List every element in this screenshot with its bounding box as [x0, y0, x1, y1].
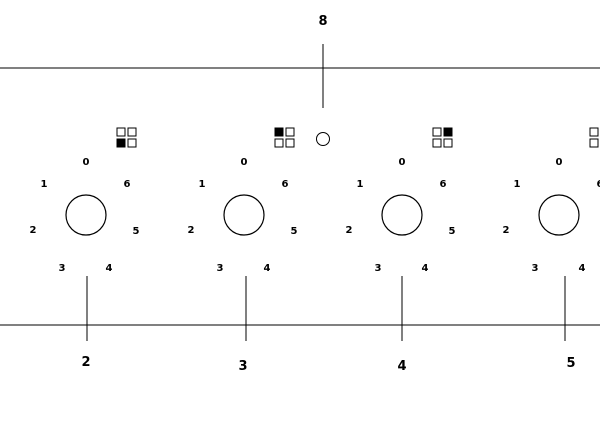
- reference-label-2: 2: [81, 355, 90, 370]
- indicator-square: [432, 138, 442, 148]
- indicator-square: [589, 127, 599, 137]
- rotary-knob: [381, 194, 423, 236]
- rotary-knob: [538, 194, 580, 236]
- dial-position-6: 6: [124, 179, 131, 190]
- reference-label-3: 3: [238, 359, 247, 374]
- dial-position-3: 3: [532, 263, 539, 274]
- dial-position-1: 1: [199, 179, 206, 190]
- indicator-square: [127, 138, 137, 148]
- dial-position-5: 5: [133, 226, 140, 237]
- dial-position-3: 3: [217, 263, 224, 274]
- indicator-square: [285, 127, 295, 137]
- dial-position-4: 4: [264, 263, 271, 274]
- indicator-square: [589, 138, 599, 148]
- dial-panel-3: 0 1 2 3 4 5 6 3: [188, 127, 298, 374]
- dial-position-2: 2: [188, 225, 195, 236]
- dial-position-6: 6: [440, 179, 447, 190]
- dial-position-1: 1: [41, 179, 48, 190]
- indicator-square: [274, 138, 284, 148]
- dial-position-4: 4: [579, 263, 586, 274]
- reference-label-top: 8: [318, 14, 327, 29]
- dial-position-2: 2: [503, 225, 510, 236]
- dial-position-3: 3: [59, 263, 66, 274]
- rotary-knob: [65, 194, 107, 236]
- dial-position-2: 2: [346, 225, 353, 236]
- indicator-square: [116, 138, 126, 148]
- indicator-square: [116, 127, 126, 137]
- rotary-knob: [223, 194, 265, 236]
- dial-position-5: 5: [291, 226, 298, 237]
- reference-label-4: 4: [397, 359, 406, 374]
- dial-position-0: 0: [556, 157, 563, 168]
- dial-position-0: 0: [399, 157, 406, 168]
- indicator-lamp: [316, 132, 330, 146]
- dial-position-1: 1: [357, 179, 364, 190]
- indicator-square: [432, 127, 442, 137]
- dial-position-5: 5: [449, 226, 456, 237]
- dial-position-6: 6: [282, 179, 289, 190]
- indicator-square: [285, 138, 295, 148]
- dial-position-4: 4: [106, 263, 113, 274]
- dial-position-6: 6: [597, 179, 600, 190]
- indicator-square: [274, 127, 284, 137]
- dial-panel-4: 0 1 2 3 4 5 6 4: [346, 127, 456, 374]
- reference-label-5: 5: [566, 356, 575, 371]
- dial-position-1: 1: [514, 179, 521, 190]
- dial-panel-2: 0 1 2 3 4 5 6 2: [30, 127, 140, 370]
- indicator-square: [127, 127, 137, 137]
- dial-position-0: 0: [83, 157, 90, 168]
- dial-position-0: 0: [241, 157, 248, 168]
- indicator-square: [443, 127, 453, 137]
- indicator-square: [443, 138, 453, 148]
- dial-position-3: 3: [375, 263, 382, 274]
- dial-position-2: 2: [30, 225, 37, 236]
- panels: 01234562012345630123456401234565: [30, 127, 600, 374]
- dial-panel-5: 01234565: [503, 127, 600, 371]
- dial-position-4: 4: [422, 263, 429, 274]
